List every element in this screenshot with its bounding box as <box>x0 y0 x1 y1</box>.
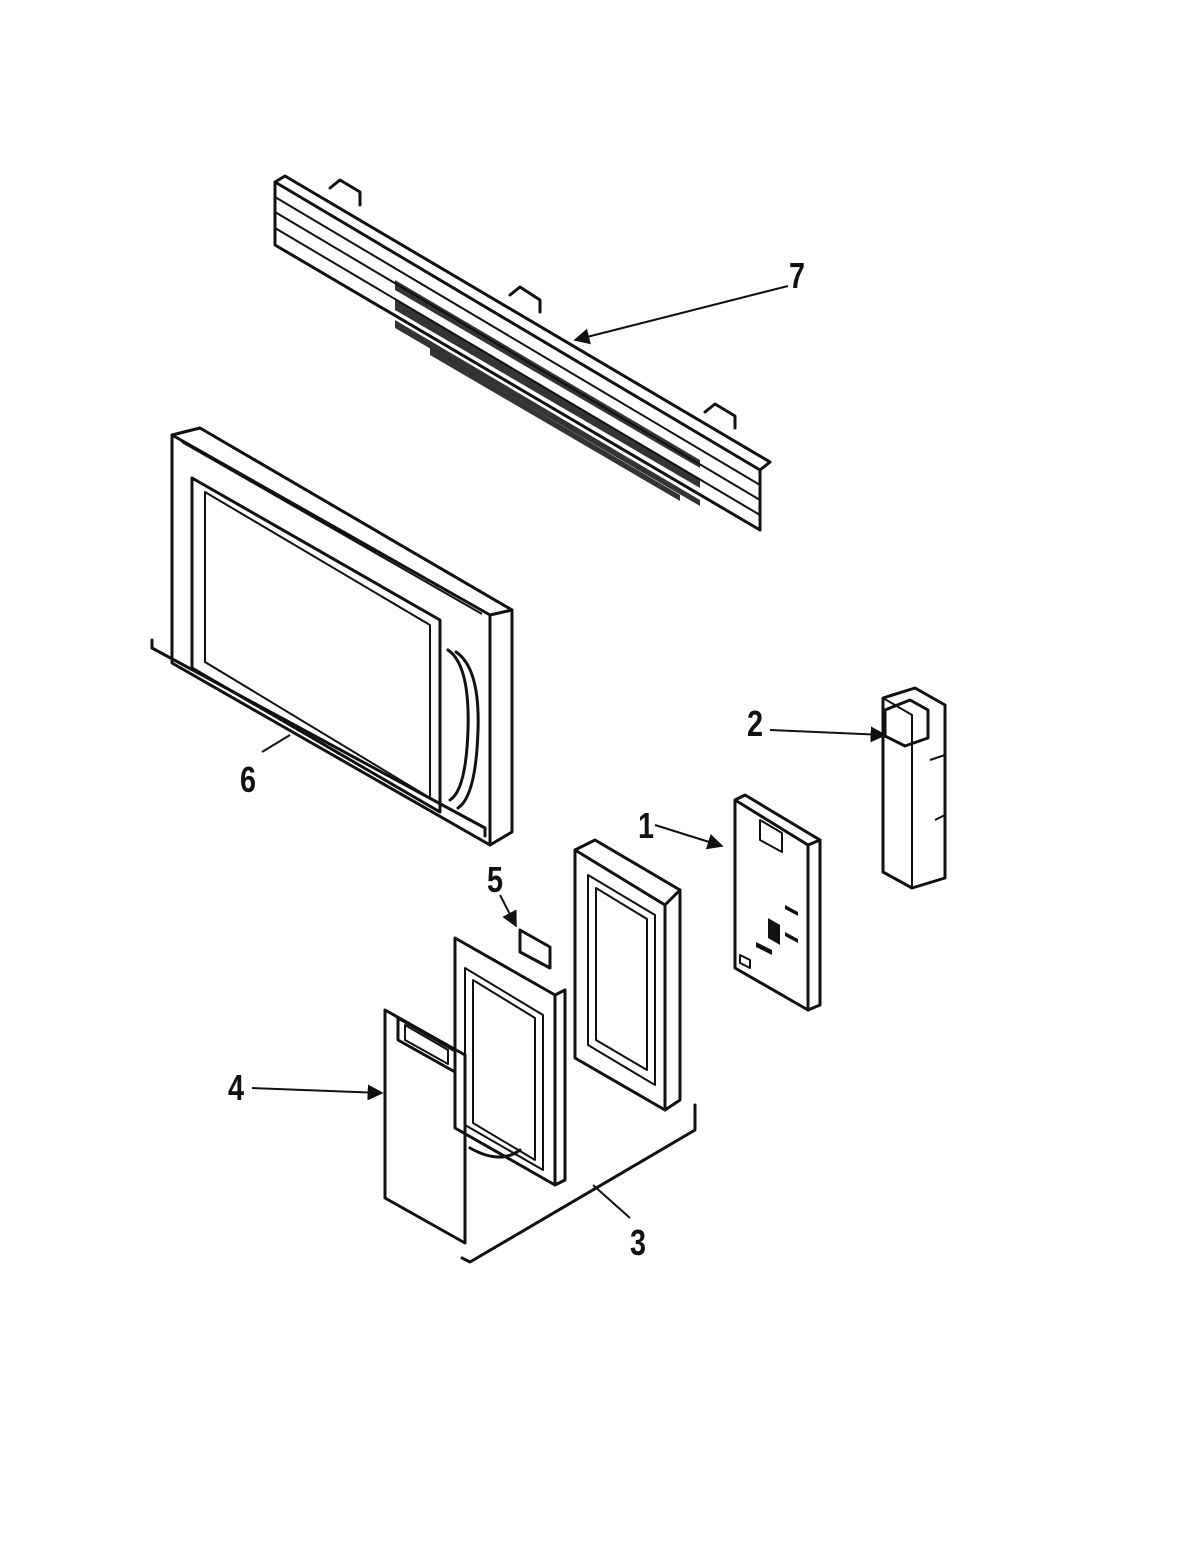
part-control-panel <box>733 793 822 1012</box>
callout-2: 2 <box>747 703 764 744</box>
leader-lines <box>251 285 887 1219</box>
callout-4: 4 <box>228 1067 245 1108</box>
callout-7: 7 <box>789 255 806 296</box>
part-frame-front <box>453 936 567 1187</box>
leader-7 <box>573 285 789 345</box>
callout-3: 3 <box>630 1222 647 1263</box>
assembly-bracket-3 <box>460 1103 697 1264</box>
part-cover <box>383 1008 467 1245</box>
part-vent-grille <box>273 174 772 532</box>
leader-1 <box>654 824 724 850</box>
leader-4 <box>251 1084 384 1101</box>
leader-2 <box>769 726 887 743</box>
part-control-board <box>881 686 947 890</box>
leader-3 <box>592 1184 631 1219</box>
leader-5 <box>499 894 517 928</box>
part-door <box>150 426 514 847</box>
callout-1: 1 <box>638 805 655 846</box>
callout-6: 6 <box>240 759 257 800</box>
leader-6 <box>261 734 291 753</box>
part-label <box>518 928 552 970</box>
part-frame-rear <box>573 838 682 1112</box>
callout-5: 5 <box>487 859 504 900</box>
